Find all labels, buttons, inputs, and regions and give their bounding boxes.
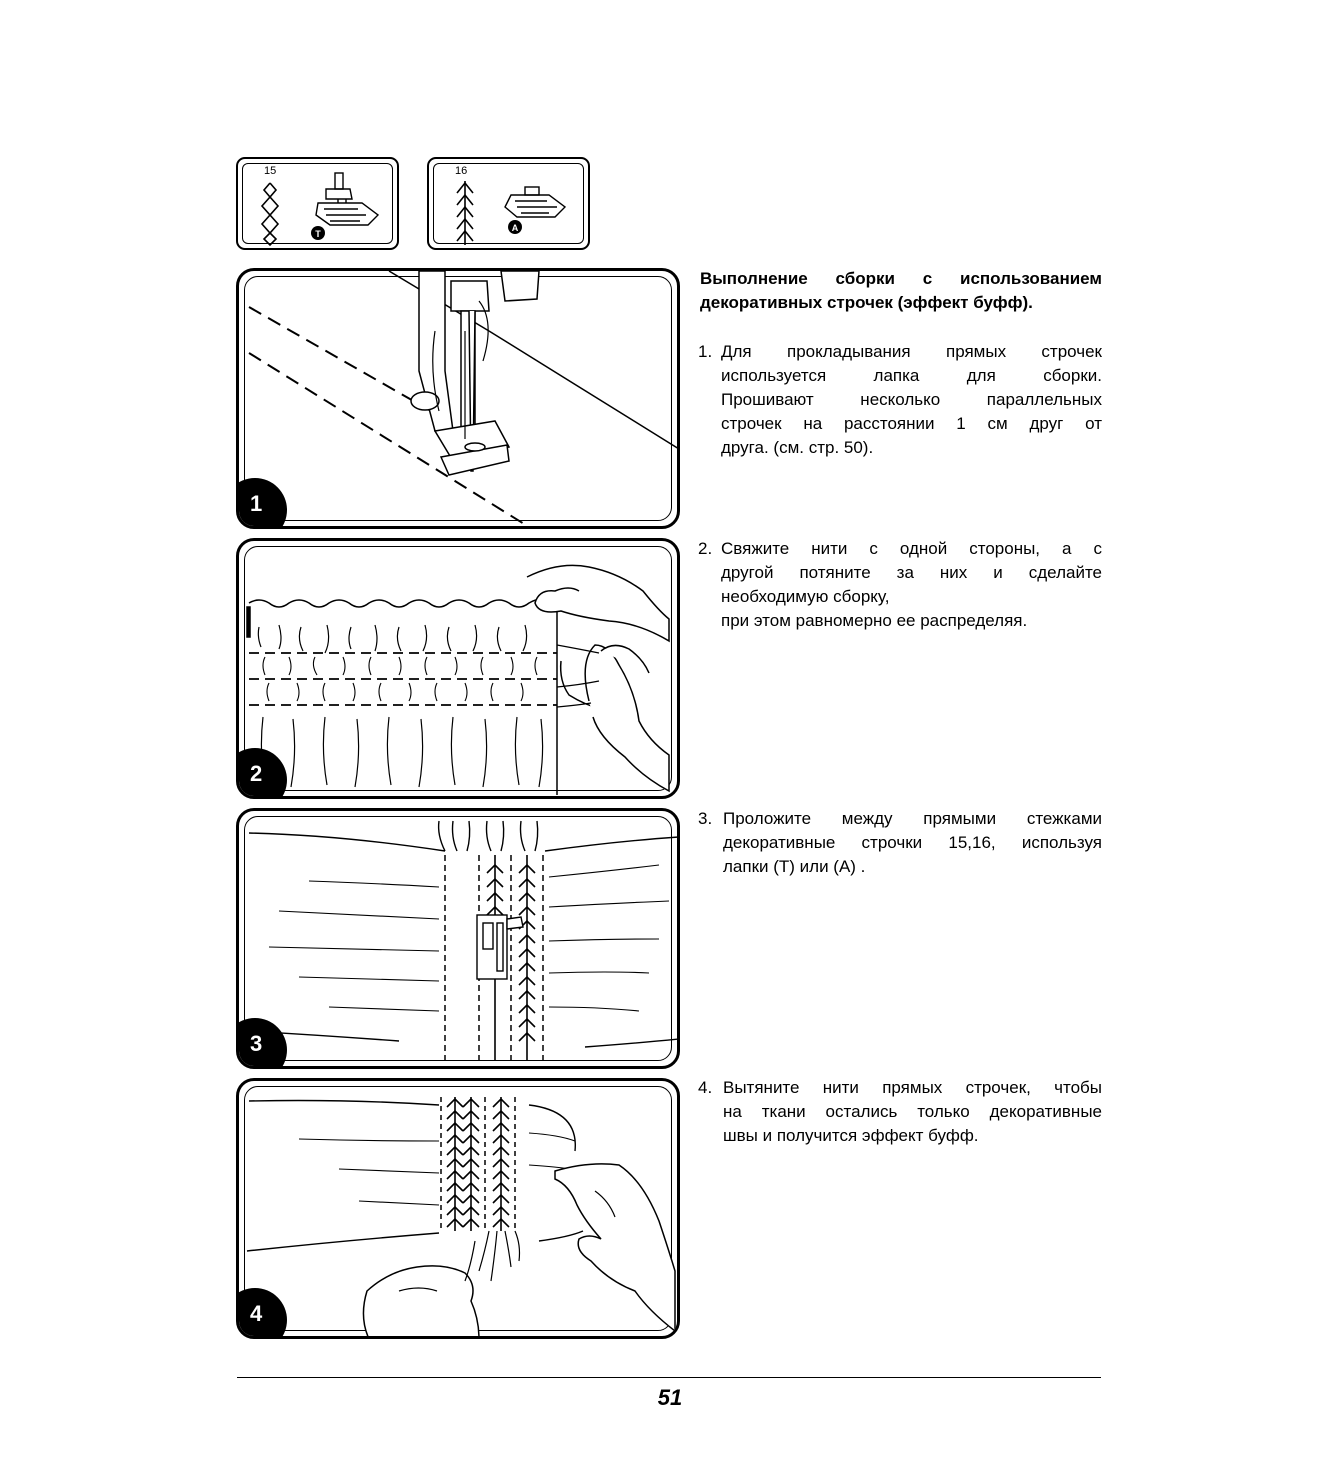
illustration-panel-1: 1 [236, 268, 680, 529]
stitch-number: 16 [455, 165, 468, 177]
presser-foot-icon: A [504, 186, 567, 234]
step-line: Проложите между прямыми стежками [723, 809, 1102, 828]
step-line: на ткани остались только декоративные [723, 1102, 1102, 1121]
step-number: 3. [698, 809, 713, 828]
step-number: 1. [698, 342, 713, 361]
step-number: 4. [698, 1078, 713, 1097]
section-heading: Выполнение сборки с использованием декор… [700, 267, 1102, 315]
panel-number: 3 [250, 1031, 263, 1056]
step-number: 2. [698, 539, 713, 558]
instruction-step-4: 4. Вытяните нити прямых строчек, чтобы н… [698, 1076, 1102, 1148]
panel-number: 2 [250, 761, 263, 786]
step-line: друга. (см. стр. 50). [721, 438, 874, 457]
step-line: декоративные строчки 15,16, используя [723, 833, 1102, 852]
step-line: строчек на расстоянии 1 см друг от [721, 414, 1102, 433]
step-line: необходимую сборку, [721, 587, 890, 606]
instruction-step-3: 3. Проложите между прямыми стежками деко… [698, 807, 1102, 879]
heading-line: Выполнение сборки с использованием [700, 269, 1102, 288]
step-line: Вытяните нити прямых строчек, чтобы [723, 1078, 1102, 1097]
feather-stitch-icon [456, 181, 474, 245]
stitch-box-frame [242, 163, 393, 244]
panel-number: 4 [250, 1301, 263, 1326]
panel-frame [244, 816, 672, 1061]
stitch-box-15: 15 T [236, 157, 399, 250]
step-line: другой потяните за них и сделайте [721, 563, 1102, 582]
decorative-stitch-illustration [246, 820, 677, 1061]
sewing-foot-straight-stitch-illustration [248, 271, 677, 526]
step-line: при этом равномерно ее распределяя. [721, 611, 1028, 630]
step-line: швы и получится эффект буфф. [723, 1126, 979, 1145]
step-line: Прошивают несколько параллельных [721, 390, 1102, 409]
stitch-box-16: 16 A [427, 157, 590, 250]
panel-number: 1 [250, 491, 263, 516]
instruction-step-2: 2. Свяжите нити с одной стороны, а с дру… [698, 537, 1102, 633]
page-number: 51 [657, 1385, 683, 1410]
step-line: лапки (T) или (A) . [723, 857, 866, 876]
presser-foot-icon: T [311, 172, 380, 240]
step-line: используется лапка для сборки. [721, 366, 1102, 385]
stitch-number: 15 [264, 165, 277, 177]
heading-line: декоративных строчек (эффект буфф). [700, 293, 1033, 312]
gathering-threads-illustration [246, 564, 670, 795]
panel-frame [244, 546, 672, 791]
step-line: Свяжите нити с одной стороны, а с [721, 539, 1102, 558]
illustration-panel-2: 2 [236, 538, 680, 799]
illustration-panel-3: 3 [236, 808, 680, 1069]
instruction-step-1: 1. Для прокладывания прямых строчек испо… [698, 340, 1102, 460]
foot-letter: A [512, 223, 519, 233]
stitch-box-frame [433, 163, 584, 244]
diamond-stitch-icon [260, 182, 280, 247]
smocking-result-illustration [246, 1097, 676, 1336]
illustration-panel-4: 4 [236, 1078, 680, 1339]
foot-letter: T [315, 229, 321, 239]
footer-divider [237, 1377, 1101, 1378]
step-line: Для прокладывания прямых строчек [721, 342, 1102, 361]
panel-frame [244, 276, 672, 521]
